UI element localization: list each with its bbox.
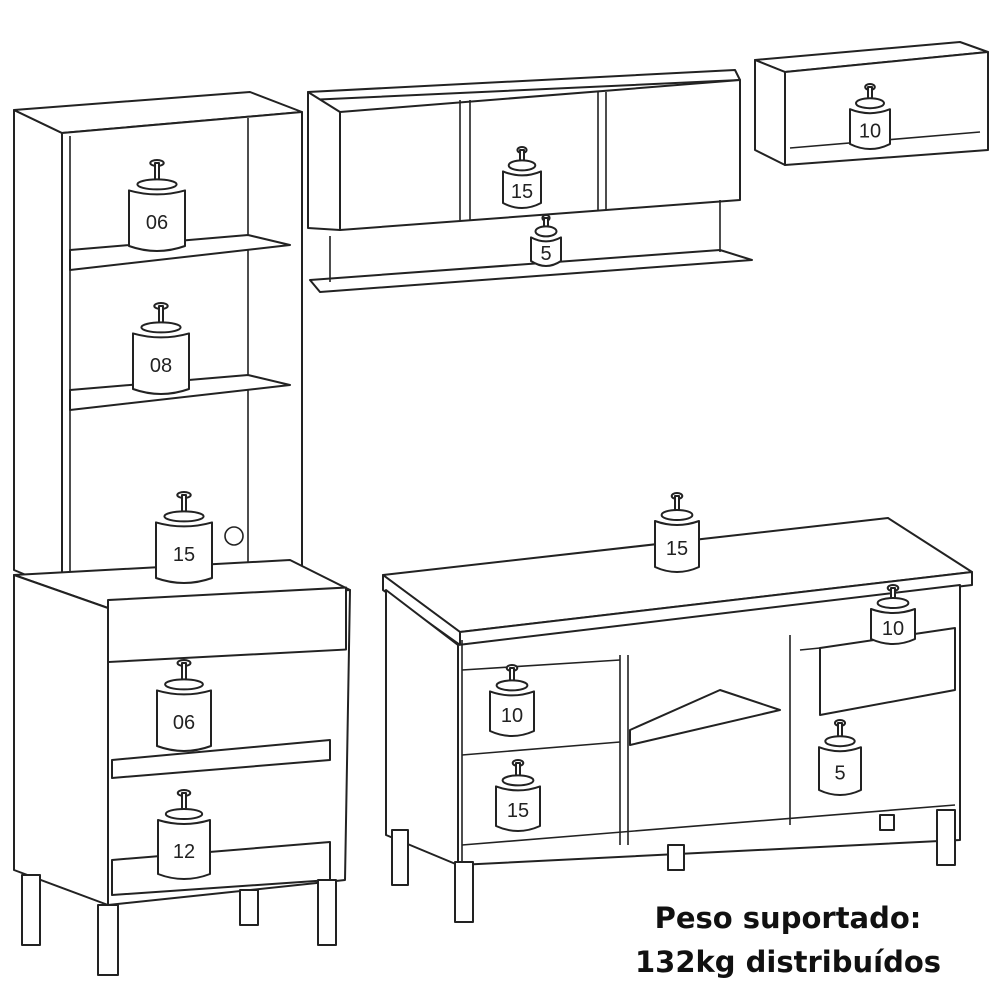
caption-line-2: 132kg distribuídos [634,945,942,979]
base-cabinet [382,517,973,923]
small-cabinet [754,41,989,166]
weight-base-left-bottom: 15 [495,759,541,832]
weight-label: 15 [511,181,533,203]
weight-label: 10 [859,121,881,143]
weight-label: 06 [173,712,195,734]
weight-label: 10 [882,618,904,640]
weight-base-top: 15 [654,492,700,573]
weight-tall-counter: 15 [155,491,213,584]
weight-label: 15 [507,800,529,822]
weight-label: 5 [540,243,551,265]
weight-label: 08 [150,355,172,377]
load-caption: Peso suportado: 132kg distribuídos [608,896,968,984]
weight-tall-shelf-1: 06 [128,159,186,252]
weight-label: 5 [834,763,845,785]
weight-upper-cabinet: 15 [502,146,542,209]
weight-label: 15 [666,538,688,560]
weight-tall-shelf-2: 08 [132,302,190,395]
weight-label: 15 [173,544,195,566]
weights-layer: 06 08 15 06 12 15 5 10 15 10 10 15 5 [128,83,916,880]
caption-line-1: Peso suportado: [654,901,922,935]
weight-tall-bottom: 12 [157,789,211,880]
weight-label: 06 [146,212,168,234]
weight-upper-shelf: 5 [530,214,562,267]
weight-base-drawer: 10 [870,584,916,645]
weight-small-cabinet: 10 [849,83,891,150]
weight-tall-lower-shelf: 06 [156,659,212,752]
weight-label: 12 [173,841,195,863]
tall-cabinet [13,91,351,976]
upper-cabinet [307,69,753,293]
weight-base-right-bottom: 5 [818,719,862,796]
weight-base-left-shelf: 10 [489,664,535,737]
weight-label: 10 [501,705,523,727]
